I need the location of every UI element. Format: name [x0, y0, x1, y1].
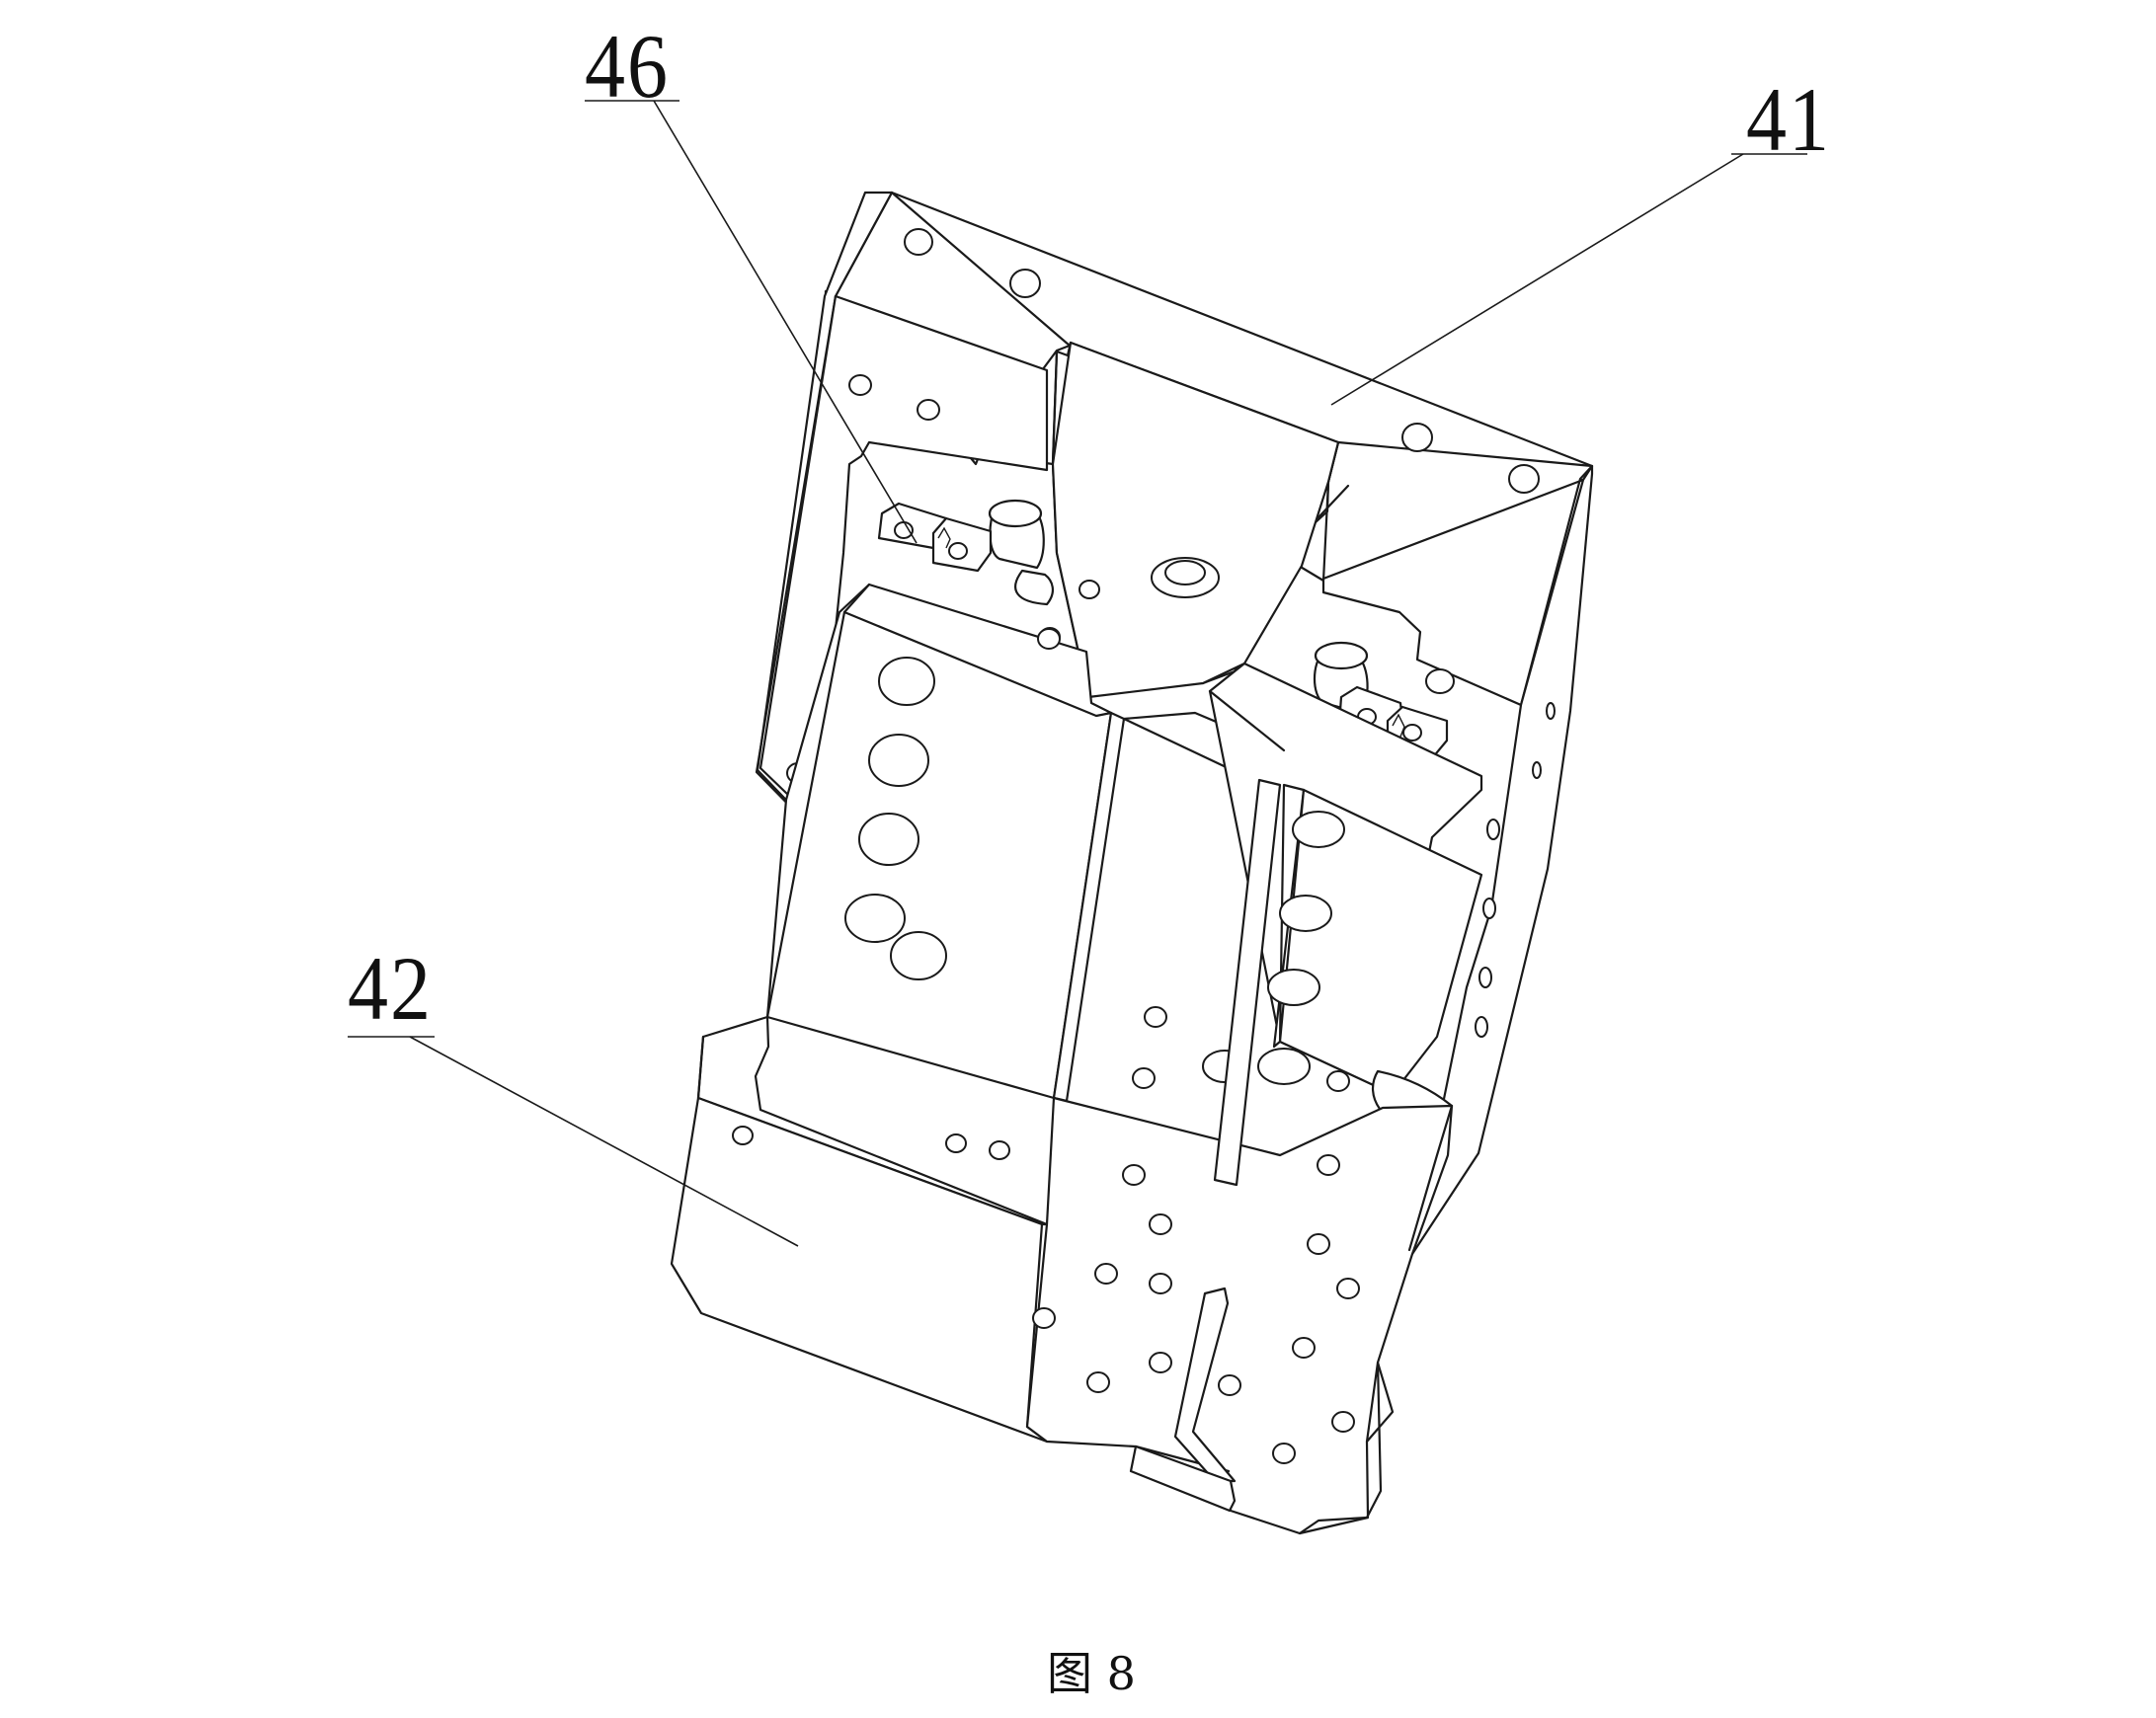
part-label-42: 42 [348, 938, 433, 1040]
figure-caption: 图 8 [1047, 1647, 1136, 1700]
guide-block-46 [877, 499, 1455, 760]
right-vertical-block [1202, 662, 1483, 1135]
lower-plate-42 [670, 778, 1454, 1535]
leader-line-42 [409, 1036, 799, 1247]
leader-line-41 [1330, 153, 1744, 406]
part-label-46: 46 [585, 16, 670, 117]
part-label-41: 41 [1746, 69, 1831, 171]
upper-plate-41 [755, 191, 1594, 1256]
leader-line-46 [653, 100, 918, 544]
leader-lines [348, 100, 1807, 1247]
